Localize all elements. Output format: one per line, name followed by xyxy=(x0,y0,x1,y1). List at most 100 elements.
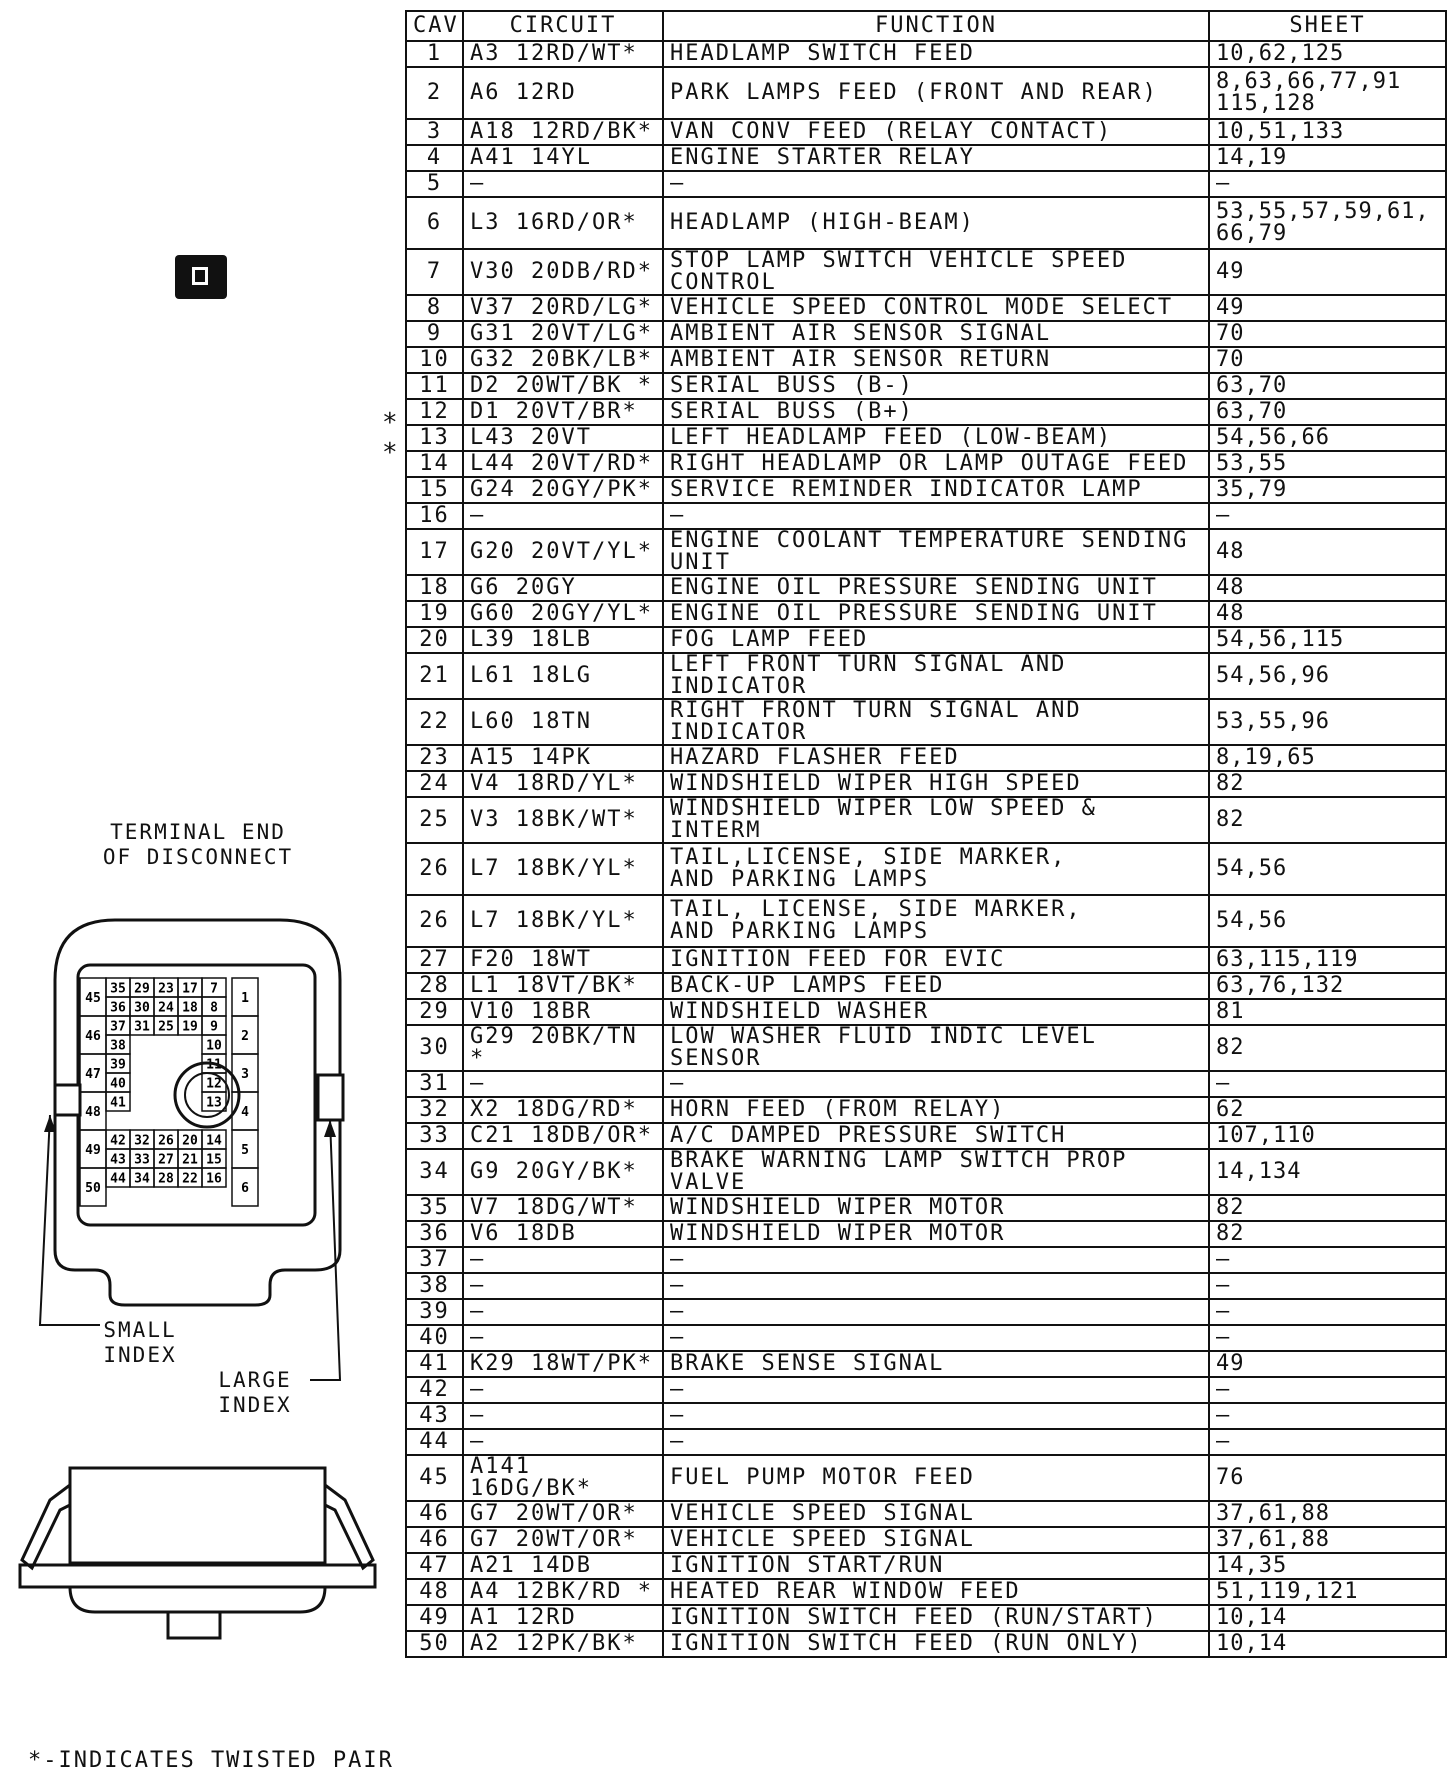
sheet-cell: 10,14 xyxy=(1208,1604,1447,1632)
pin-cavity xyxy=(105,1091,131,1112)
cav-cell: 40 xyxy=(405,1324,464,1352)
table-header-row: CAV CIRCUIT FUNCTION SHEET xyxy=(405,10,1447,42)
sheet-cell: — xyxy=(1208,1428,1447,1456)
pin-number: 47 xyxy=(85,1067,101,1082)
function-cell: HEATED REAR WINDOW FEED xyxy=(662,1578,1210,1606)
circuit-cell: — xyxy=(462,1428,664,1456)
sheet-cell: 10,62,125 xyxy=(1208,40,1447,68)
cav-cell: 34 xyxy=(405,1148,464,1196)
pin-number: 38 xyxy=(110,1039,126,1054)
circuit-cell: V3 18BK/WT* xyxy=(462,796,664,844)
function-cell: — xyxy=(662,170,1210,198)
cav-cell: 43 xyxy=(405,1402,464,1430)
circuit-cell: — xyxy=(462,1376,664,1404)
cav-cell: 26 xyxy=(405,894,464,948)
sheet-cell: 37,61,88 xyxy=(1208,1526,1447,1554)
sheet-cell: — xyxy=(1208,502,1447,530)
circuit-cell: A6 12RD xyxy=(462,66,664,120)
circuit-cell: — xyxy=(462,1070,664,1098)
circuit-cell: — xyxy=(462,1246,664,1274)
circuit-cell: L44 20VT/RD* xyxy=(462,450,664,478)
cav-cell: 10 xyxy=(405,346,464,374)
circuit-cell: L1 18VT/BK* xyxy=(462,972,664,1000)
sheet-cell: 8,63,66,77,91 115,128 xyxy=(1208,66,1447,120)
function-cell: VEHICLE SPEED SIGNAL xyxy=(662,1526,1210,1554)
circuit-cell: L61 18LG xyxy=(462,652,664,700)
function-cell: VEHICLE SPEED CONTROL MODE SELECT xyxy=(662,294,1210,322)
cav-cell: 24 xyxy=(405,770,464,798)
header-cav: CAV xyxy=(405,10,464,42)
sheet-cell: — xyxy=(1208,1402,1447,1430)
cav-cell: 5 xyxy=(405,170,464,198)
sheet-cell: 62 xyxy=(1208,1096,1447,1124)
sheet-cell: — xyxy=(1208,1272,1447,1300)
circuit-cell: V37 20RD/LG* xyxy=(462,294,664,322)
function-cell: WINDSHIELD WIPER MOTOR xyxy=(662,1194,1210,1222)
circuit-cell: L7 18BK/YL* xyxy=(462,842,664,896)
circuit-cell: V30 20DB/RD* xyxy=(462,248,664,296)
circuit-cell: L3 16RD/OR* xyxy=(462,196,664,250)
function-cell: WINDSHIELD WIPER MOTOR xyxy=(662,1220,1210,1248)
header-sheet: SHEET xyxy=(1208,10,1447,42)
pin-number: 24 xyxy=(158,1001,174,1016)
cav-cell: 45 xyxy=(405,1454,464,1502)
cav-cell: 3 xyxy=(405,118,464,146)
function-cell: RIGHT HEADLAMP OR LAMP OUTAGE FEED xyxy=(662,450,1210,478)
circuit-cell: G31 20VT/LG* xyxy=(462,320,664,348)
pin-number: 17 xyxy=(182,982,198,997)
circuit-cell: G29 20BK/TN * xyxy=(462,1024,664,1072)
sheet-cell: 82 xyxy=(1208,770,1447,798)
connector-face-icon xyxy=(175,255,227,299)
sheet-cell: 49 xyxy=(1208,248,1447,296)
cav-cell: 38 xyxy=(405,1272,464,1300)
cav-cell: 2 xyxy=(405,66,464,120)
sheet-cell: 54,56,66 xyxy=(1208,424,1447,452)
twisted-pair-marker: * xyxy=(382,408,398,438)
sheet-cell: 49 xyxy=(1208,1350,1447,1378)
pin-number: 48 xyxy=(85,1105,101,1120)
circuit-cell: G60 20GY/YL* xyxy=(462,600,664,628)
pin-cavity xyxy=(201,1167,227,1188)
circuit-cell: V7 18DG/WT* xyxy=(462,1194,664,1222)
pin-number: 20 xyxy=(182,1134,198,1149)
pin-cavity xyxy=(201,1091,227,1112)
circuit-cell: G24 20GY/PK* xyxy=(462,476,664,504)
cav-cell: 6 xyxy=(405,196,464,250)
pin-number: 5 xyxy=(241,1143,249,1158)
pin-number: 50 xyxy=(85,1181,101,1196)
function-cell: IGNITION SWITCH FEED (RUN ONLY) xyxy=(662,1630,1210,1658)
function-cell: BACK-UP LAMPS FEED xyxy=(662,972,1210,1000)
pin-number: 36 xyxy=(110,1001,126,1016)
sheet-cell: 54,56 xyxy=(1208,842,1447,896)
circuit-cell: D2 20WT/BK * xyxy=(462,372,664,400)
cav-cell: 33 xyxy=(405,1122,464,1150)
circuit-cell: A4 12BK/RD * xyxy=(462,1578,664,1606)
circuit-cell: A15 14PK xyxy=(462,744,664,772)
pin-number: 13 xyxy=(206,1096,222,1111)
pin-number: 19 xyxy=(182,1020,198,1035)
cav-cell: 32 xyxy=(405,1096,464,1124)
pin-number: 30 xyxy=(134,1001,150,1016)
pin-number: 44 xyxy=(110,1172,126,1187)
function-cell: ENGINE STARTER RELAY xyxy=(662,144,1210,172)
sheet-cell: 48 xyxy=(1208,528,1447,576)
function-cell: — xyxy=(662,1298,1210,1326)
cav-cell: 13 xyxy=(405,424,464,452)
cav-cell: 46 xyxy=(405,1500,464,1528)
pin-number: 14 xyxy=(206,1134,222,1149)
pin-number: 28 xyxy=(158,1172,174,1187)
circuit-cell: V10 18BR xyxy=(462,998,664,1026)
function-cell: ENGINE OIL PRESSURE SENDING UNIT xyxy=(662,600,1210,628)
function-cell: ENGINE COOLANT TEMPERATURE SENDING UNIT xyxy=(662,528,1210,576)
